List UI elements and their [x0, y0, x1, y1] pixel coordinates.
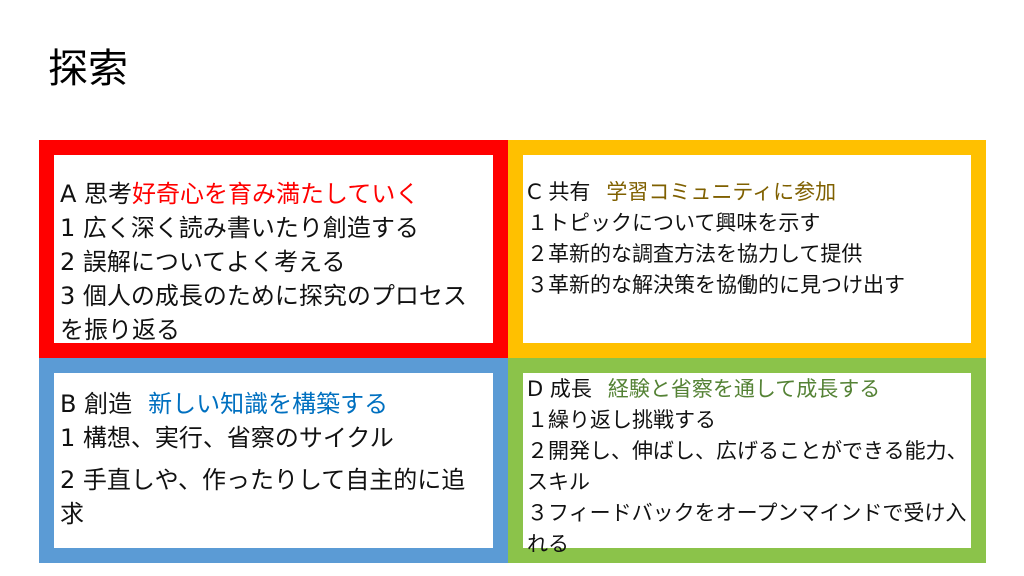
- box-d-item: ２開発し、伸ばし、広げることができる能力、スキル: [527, 439, 968, 494]
- box-b-item: 1 構想、実行、省察のサイクル: [60, 424, 394, 452]
- box-a-heading-highlight: 好奇心を育み満たしていく: [132, 180, 420, 208]
- box-c-share: C 共有学習コミュニティに参加 １トピックについて興味を示す ２革新的な調査方法…: [508, 140, 986, 358]
- box-d-heading: D 成長経験と省察を通して成長する: [527, 374, 969, 405]
- box-b-item: 2 手直しや、作ったりして自主的に追求: [60, 466, 466, 528]
- box-d-item: １繰り返し挑戦する: [527, 408, 716, 432]
- box-a-think: A 思考好奇心を育み満たしていく 1 広く深く読み書いたり創造する 2 誤解につ…: [39, 140, 508, 358]
- box-a-heading: A 思考好奇心を育み満たしていく: [60, 177, 489, 211]
- box-a-heading-prefix: A 思考: [60, 180, 133, 208]
- box-c-heading-prefix: C 共有: [527, 180, 591, 204]
- box-a-content: A 思考好奇心を育み満たしていく 1 広く深く読み書いたり創造する 2 誤解につ…: [60, 177, 489, 347]
- box-a-item: 2 誤解についてよく考える: [60, 248, 346, 276]
- box-c-content: C 共有学習コミュニティに参加 １トピックについて興味を示す ２革新的な調査方法…: [527, 177, 969, 301]
- box-c-heading: C 共有学習コミュニティに参加: [527, 177, 969, 208]
- box-c-item: １トピックについて興味を示す: [527, 211, 821, 235]
- box-b-heading-prefix: B 創造: [60, 390, 133, 418]
- box-c-item: ３革新的な解決策を協働的に見つけ出す: [527, 273, 905, 297]
- box-a-item: 1 広く深く読み書いたり創造する: [60, 214, 419, 242]
- box-c-heading-highlight: 学習コミュニティに参加: [606, 180, 837, 204]
- box-d-grow: D 成長経験と省察を通して成長する １繰り返し挑戦する ２開発し、伸ばし、広げる…: [508, 358, 986, 563]
- box-d-item: ３フィードバックをオープンマインドで受け入れる: [527, 501, 967, 556]
- box-d-content: D 成長経験と省察を通して成長する １繰り返し挑戦する ２開発し、伸ばし、広げる…: [527, 374, 969, 560]
- box-b-heading: B 創造新しい知識を構築する: [60, 387, 489, 421]
- page-title: 探索: [48, 46, 128, 92]
- box-b-heading-highlight: 新しい知識を構築する: [148, 390, 389, 418]
- box-b-content: B 創造新しい知識を構築する 1 構想、実行、省察のサイクル 2 手直しや、作っ…: [60, 387, 489, 531]
- box-a-item: 3 個人の成長のために探究のプロセスを振り返る: [60, 282, 467, 344]
- box-d-heading-prefix: D 成長: [527, 377, 592, 401]
- box-b-create: B 創造新しい知識を構築する 1 構想、実行、省察のサイクル 2 手直しや、作っ…: [39, 358, 508, 563]
- box-c-item: ２革新的な調査方法を協力して提供: [527, 242, 863, 266]
- box-d-heading-highlight: 経験と省察を通して成長する: [607, 377, 881, 401]
